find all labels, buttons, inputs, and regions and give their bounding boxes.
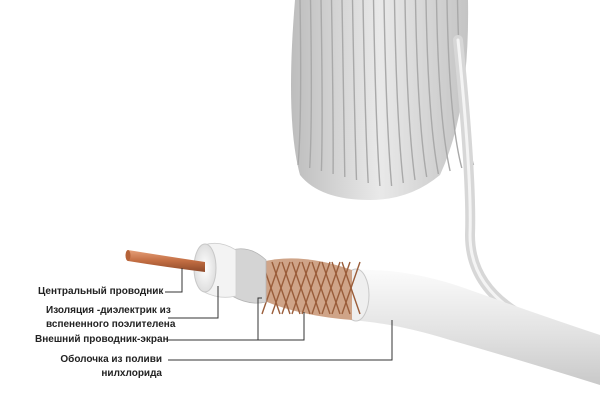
coil-ring [341,0,346,178]
coil-ring [309,0,313,169]
leader-insulation [168,286,219,319]
label-outer-conductor: Внешний проводник-экран [35,334,169,345]
braid-shield [262,258,352,320]
braid-strand [321,261,341,315]
braid-strand [281,261,301,315]
coil-ring [414,0,428,178]
coil-ring [383,0,393,187]
coil-ring [446,0,463,169]
coil-ring [435,0,451,172]
cable-cutaway [125,242,600,385]
label-insulation: Изоляция -диэлектрик из вспененного поэл… [46,304,175,332]
center-conductor-tip [125,250,131,261]
outer-jacket [350,269,600,385]
coil-ring [425,0,440,175]
coil-ring [372,0,381,187]
foil-layer [231,248,267,304]
label-insulation-line1: Изоляция -диэлектрик из [46,305,171,316]
braid-strand [341,261,361,315]
leader-jacket [168,320,393,361]
braid-strand [291,261,311,315]
coil-ring [351,0,358,181]
center-conductor [128,250,205,272]
label-insulation-line2: вспененного поэлителена [46,319,176,330]
braid-strand [271,261,291,315]
braid-strand [311,261,331,315]
coil-ring [330,0,334,175]
coil-ring [297,0,302,166]
coil-ring [362,0,369,184]
leader-lines [165,268,393,361]
label-center-conductor: Центральный проводник [38,286,164,297]
coil-ring [393,0,404,184]
braid-strand [261,261,281,315]
braid-strand [301,261,321,315]
label-jacket-line1: Оболочка из поливи [60,354,162,365]
coil-ring [404,0,416,181]
braid-strand [331,261,351,315]
label-jacket: Оболочка из поливи нилхлорида [52,353,162,381]
coil-ring [320,0,323,172]
label-jacket-line2: нилхлорида [101,368,162,379]
cable-coil [291,0,600,350]
leader-outer-conductor [168,297,262,341]
leader-center-conductor [165,268,183,293]
leader-braid [258,312,305,341]
